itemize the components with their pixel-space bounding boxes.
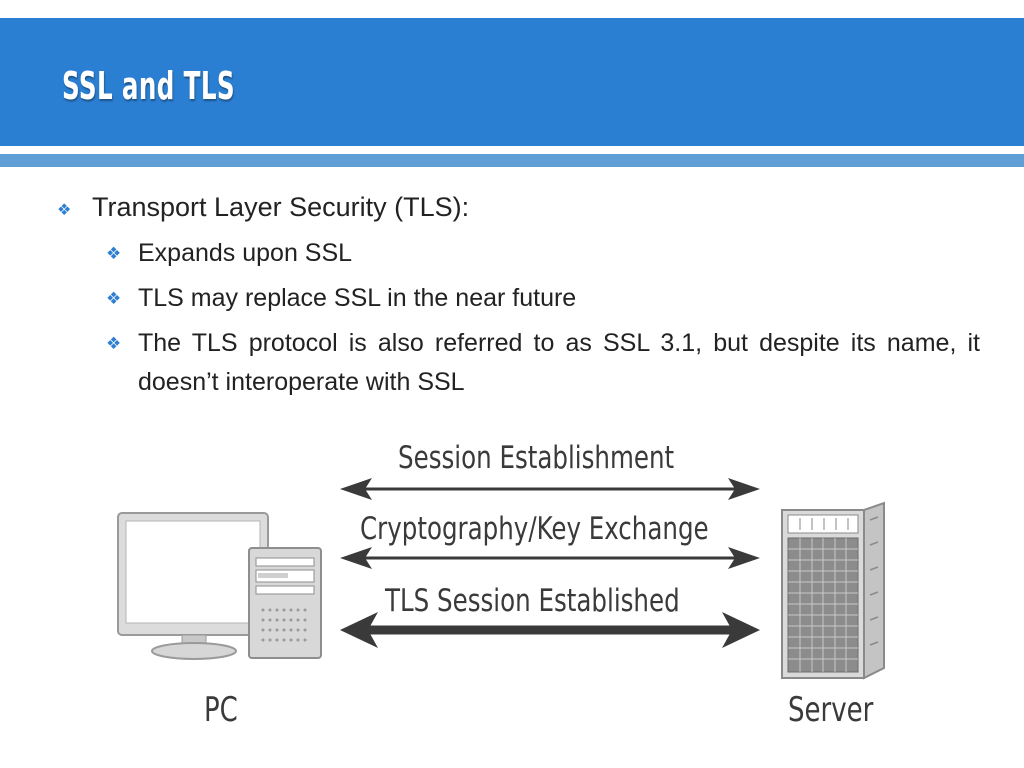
diamond-bullet-icon: ❖ bbox=[106, 289, 122, 308]
sub-bullet-text: Expands upon SSL bbox=[138, 239, 353, 267]
pc-tower-icon bbox=[248, 547, 322, 659]
diamond-bullet-icon: ❖ bbox=[106, 334, 122, 353]
arrow-label-session-establishment: Session Establishment bbox=[398, 440, 675, 476]
sub-bullet: ❖ TLS may replace SSL in the near future bbox=[106, 279, 986, 318]
double-arrow-tls-established bbox=[340, 612, 760, 648]
bullet-main-text: Transport Layer Security (TLS): bbox=[92, 192, 470, 222]
sub-bullet: ❖ The TLS protocol is also referred to as… bbox=[106, 324, 986, 402]
diamond-bullet-icon: ❖ bbox=[106, 244, 122, 263]
sub-bullet: ❖ Expands upon SSL bbox=[106, 234, 986, 273]
bullet-main: ❖ Transport Layer Security (TLS): bbox=[57, 192, 997, 223]
server-label: Server bbox=[788, 690, 874, 730]
slide-title: SSL and TLS bbox=[62, 64, 235, 108]
arrow-label-key-exchange: Cryptography/Key Exchange bbox=[360, 511, 709, 547]
double-arrow-session bbox=[340, 478, 760, 500]
pc-monitor-icon bbox=[117, 512, 269, 660]
title-underline bbox=[0, 154, 1024, 167]
double-arrow-key-exchange bbox=[340, 547, 760, 569]
server-icon bbox=[781, 501, 885, 680]
arrow-label-tls-established: TLS Session Established bbox=[385, 583, 680, 619]
pc-label: PC bbox=[204, 690, 238, 730]
diamond-bullet-icon: ❖ bbox=[57, 202, 72, 219]
sub-bullet-text: The TLS protocol is also referred to as … bbox=[138, 329, 980, 396]
title-bar bbox=[0, 18, 1024, 146]
sub-bullet-text: TLS may replace SSL in the near future bbox=[138, 284, 577, 312]
